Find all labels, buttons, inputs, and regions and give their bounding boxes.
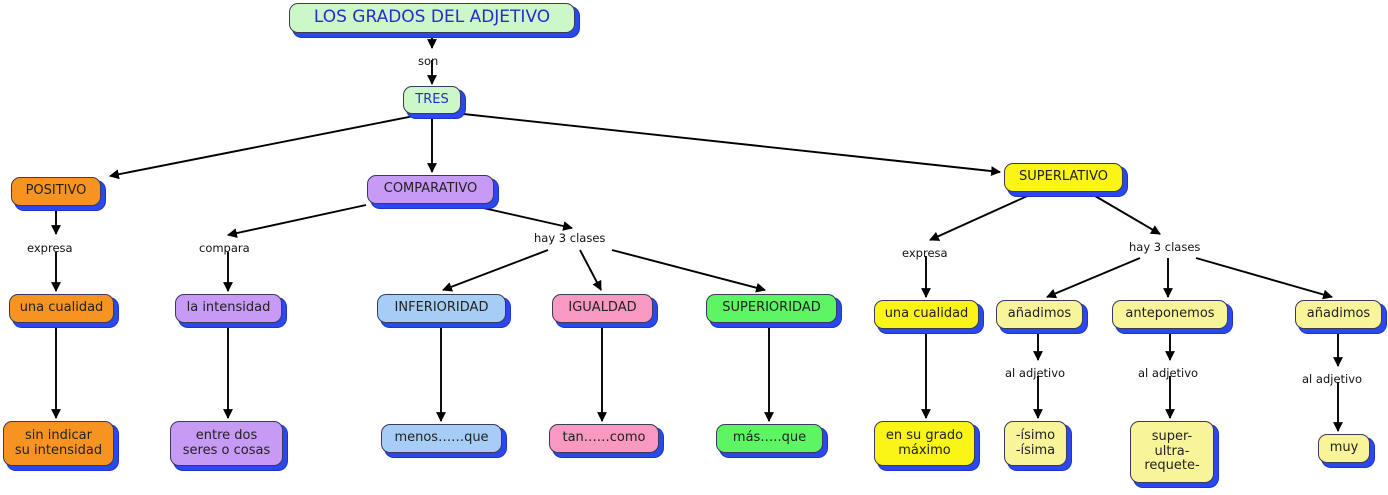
edge-hay3-comp-to-inferioridad [442, 249, 549, 292]
node-label: COMPARATIVO [383, 181, 478, 197]
node-tancomo[interactable]: tan……como [549, 424, 659, 453]
edge-lines [51, 34, 1343, 432]
edge-comparativo-to-hay3-comp [469, 204, 573, 231]
node-label: tan……como [562, 430, 646, 446]
edge-hay3-super-to-anadimos2 [1195, 257, 1333, 300]
node-label: en su grado máximo [885, 427, 964, 458]
edge-label-aladj-1: al adjetivo [1005, 366, 1066, 380]
node-cualidad2[interactable]: una cualidad [874, 300, 979, 329]
edge-hay3-comp-to-superioridad [611, 249, 766, 293]
node-label: sin indicar su intensidad [14, 427, 103, 458]
node-label: IGUALDAD [568, 300, 637, 316]
node-label: menos……que [394, 430, 489, 446]
node-superioridad[interactable]: SUPERIORIDAD [706, 294, 837, 323]
node-label: POSITIVO [25, 183, 87, 199]
node-root[interactable]: LOS GRADOS DEL ADJETIVO [289, 3, 575, 33]
node-label: super- ultra- requete- [1144, 429, 1200, 474]
node-sinindicar[interactable]: sin indicar su intensidad [3, 421, 114, 466]
node-label: la intensidad [186, 300, 271, 316]
node-anadimos1[interactable]: añadimos [996, 300, 1083, 329]
edge-label-aladj-2: al adjetivo [1138, 366, 1199, 380]
node-label: LOS GRADOS DEL ADJETIVO [313, 7, 551, 28]
node-label: TRES [415, 91, 449, 107]
node-intensidad[interactable]: la intensidad [175, 294, 282, 323]
node-inferioridad[interactable]: INFERIORIDAD [377, 294, 506, 323]
node-positivo[interactable]: POSITIVO [11, 177, 101, 206]
edge-label-hay3-super: hay 3 clases [1129, 240, 1201, 254]
edge-tres-to-superlativo [444, 111, 1001, 176]
node-muy[interactable]: muy [1318, 434, 1370, 463]
node-isimo[interactable]: -ísimo -ísima [1004, 421, 1067, 466]
node-anteponemos[interactable]: anteponemos [1112, 300, 1228, 329]
node-igualdad[interactable]: IGUALDAD [552, 294, 653, 323]
node-entredos[interactable]: entre dos seres o cosas [170, 421, 283, 466]
edge-superlativo-to-expresa-2 [929, 192, 1035, 241]
node-label: INFERIORIDAD [394, 300, 489, 316]
node-label: anteponemos [1125, 306, 1215, 322]
node-label: SUPERIORIDAD [722, 300, 821, 316]
edge-label-expresa-2: expresa [902, 246, 948, 260]
node-label: más…..que [732, 430, 807, 446]
node-label: muy [1329, 440, 1359, 456]
edge-hay3-comp-to-igualdad [579, 249, 602, 291]
node-superultra[interactable]: super- ultra- requete- [1130, 421, 1214, 483]
node-tres[interactable]: TRES [403, 86, 461, 114]
node-label: añadimos [1007, 306, 1072, 322]
node-masque[interactable]: más…..que [716, 424, 823, 453]
node-superlativo[interactable]: SUPERLATIVO [1004, 163, 1123, 192]
edge-label-hay3-comp: hay 3 clases [534, 231, 606, 245]
node-label: añadimos [1306, 306, 1371, 322]
edge-superlativo-to-hay3-super [1089, 192, 1161, 235]
edge-label-expresa-1: expresa [27, 241, 73, 255]
node-label: una cualidad [884, 306, 969, 322]
edge-comparativo-to-compara [227, 204, 367, 238]
edge-hay3-super-to-anadimos1 [1046, 257, 1141, 299]
node-anadimos2[interactable]: añadimos [1295, 300, 1382, 329]
edge-label-aladj-3: al adjetivo [1302, 372, 1363, 386]
node-label: una cualidad [19, 300, 104, 316]
node-label: -ísimo -ísima [1015, 427, 1056, 458]
node-cualidad1[interactable]: una cualidad [9, 294, 114, 323]
node-label: SUPERLATIVO [1019, 169, 1108, 185]
node-gradomaximo[interactable]: en su grado máximo [874, 421, 975, 466]
node-comparativo[interactable]: COMPARATIVO [367, 175, 494, 204]
edge-tres-to-positivo [109, 113, 425, 180]
node-label: entre dos seres o cosas [182, 427, 271, 458]
edge-label-son: son [418, 54, 439, 68]
node-menosque[interactable]: menos……que [381, 424, 502, 453]
edge-label-compara: compara [199, 241, 250, 255]
